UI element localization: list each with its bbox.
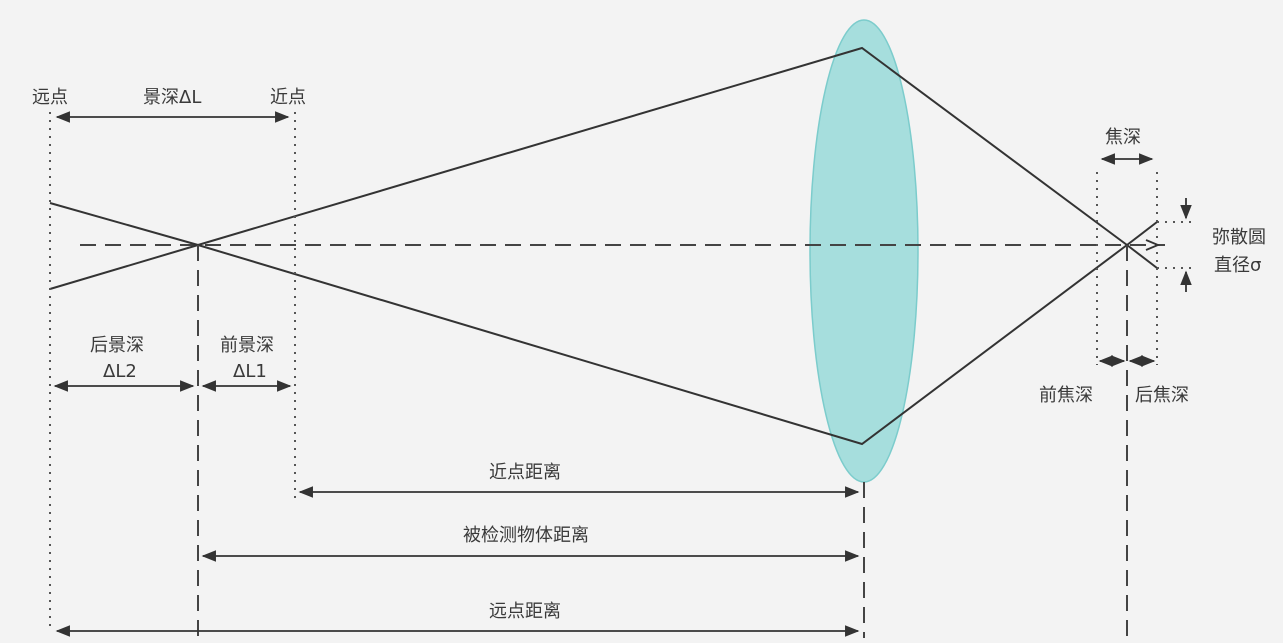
coc-label-line2: 直径σ [1214, 255, 1261, 276]
lens [809, 19, 919, 483]
near-point-label: 近点 [270, 87, 306, 108]
far-point-distance-label: 远点距离 [489, 601, 561, 622]
front-dof-label-line2: ΔL1 [233, 361, 267, 382]
front-dof-label-line1: 前景深 [220, 335, 274, 356]
depth-of-focus-label: 焦深 [1105, 127, 1141, 148]
ray-upper [49, 46, 1128, 290]
near-point-distance-label: 近点距离 [489, 462, 561, 483]
far-point-label: 远点 [32, 87, 68, 108]
ray-lower [49, 202, 1128, 446]
object-distance-label: 被检测物体距离 [463, 525, 589, 546]
depth-of-field-label: 景深ΔL [143, 87, 201, 108]
front-focus-depth-label: 前焦深 [1039, 385, 1093, 406]
rear-dof-label-line1: 后景深 [90, 335, 144, 356]
coc-label-line1: 弥散圆 [1212, 227, 1266, 248]
ray-beyond-focus-down [1126, 244, 1158, 269]
rear-dof-label-line2: ΔL2 [103, 361, 137, 382]
ray-beyond-focus-up [1126, 221, 1158, 246]
coc-bracket [1145, 239, 1161, 251]
rear-focus-depth-label: 后焦深 [1135, 385, 1189, 406]
